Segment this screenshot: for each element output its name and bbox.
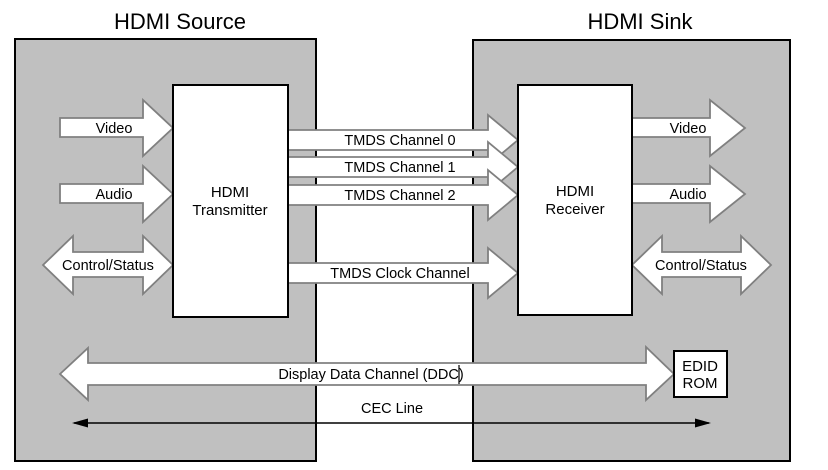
video-in-label: Video (96, 121, 133, 137)
tmds-channel1-label: TMDS Channel 1 (344, 160, 455, 176)
transmitter-label-line2: Transmitter (192, 202, 267, 219)
control-status-left-label: Control/Status (62, 258, 154, 274)
video-out-arrow (631, 98, 747, 158)
sink-title: HDMI Sink (587, 9, 693, 34)
tmds-channel2-label: TMDS Channel 2 (344, 188, 455, 204)
control-status-right-arrow (630, 233, 773, 297)
cec-label: CEC Line (361, 401, 423, 417)
cec-arrowhead-left-icon (72, 418, 88, 428)
audio-in-label: Audio (95, 187, 132, 203)
tmds-channel0-arrow (287, 113, 520, 167)
control-status-right-label: Control/Status (655, 258, 747, 274)
ddc-label: Display Data Channel (DDC) (278, 367, 463, 383)
audio-out-arrow (631, 164, 747, 224)
receiver-label-line2: Receiver (545, 201, 604, 218)
audio-out-label: Audio (669, 187, 706, 203)
tmds-channel0-label: TMDS Channel 0 (344, 133, 455, 149)
receiver-box (517, 84, 633, 316)
edid-label-line1: EDID (682, 358, 718, 375)
tmds-clock-arrow (287, 246, 520, 300)
tmds-channel2-arrow (287, 168, 520, 222)
edid-label-line2: ROM (683, 375, 718, 392)
transmitter-label-line1: HDMI (211, 184, 249, 201)
transmitter-box (172, 84, 289, 318)
edid-rom-box (673, 350, 728, 398)
receiver-label-line1: HDMI (556, 183, 594, 200)
cec-arrowhead-right-icon (695, 418, 711, 428)
source-title: HDMI Source (114, 9, 246, 34)
tmds-channel1-arrow (287, 140, 520, 194)
video-out-label: Video (670, 121, 707, 137)
video-in-arrow (59, 97, 175, 159)
audio-in-arrow (59, 163, 175, 225)
tmds-clock-label: TMDS Clock Channel (330, 266, 469, 282)
